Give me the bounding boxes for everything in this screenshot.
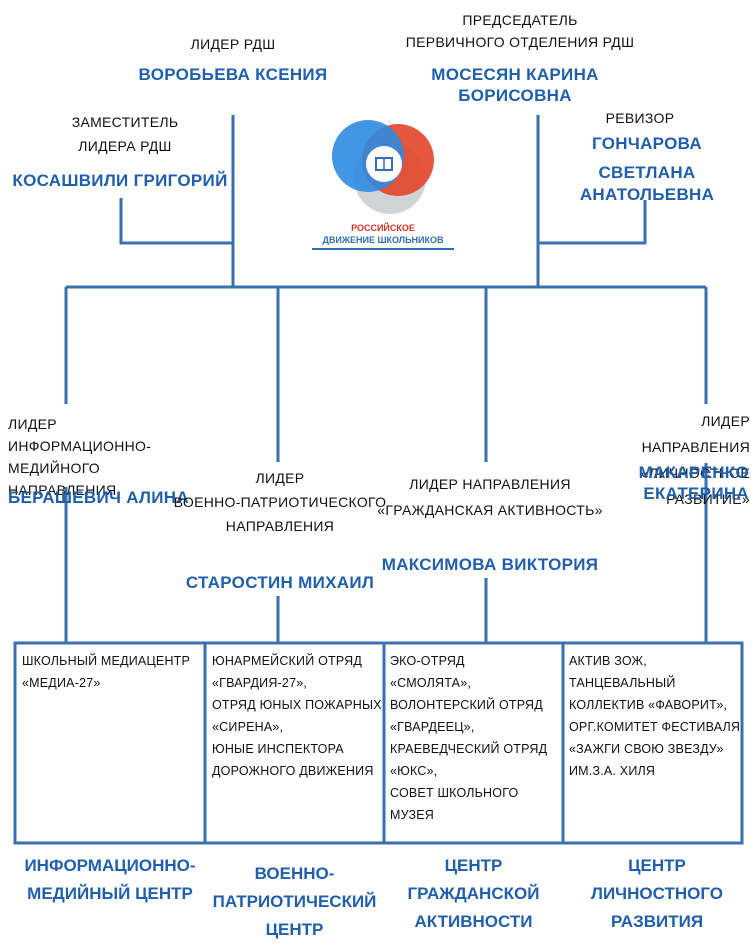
box-military-units: ЮНАРМЕЙСКИЙ ОТРЯД «ГВАРДИЯ-27», ОТРЯД ЮН… xyxy=(212,654,382,778)
chairman-name: МОСЕСЯН КАРИНА БОРИСОВНА xyxy=(431,65,599,106)
direction-military-name: СТАРОСТИН МИХАИЛ xyxy=(185,573,375,592)
direction-military-role: ЛИДЕР ВОЕННО-ПАТРИОТИЧЕСКОГО НАПРАВЛЕНИЯ xyxy=(173,470,387,534)
center-civic-activity: ЦЕНТР ГРАЖДАНСКОЙ АКТИВНОСТИ xyxy=(407,856,540,931)
direction-info-media-role: ЛИДЕР ИНФОРМАЦИОННО-МЕДИЙНОГО НАПРАВЛЕНИ… xyxy=(8,416,152,498)
center-personal-development: ЦЕНТР ЛИЧНОСТНОГО РАЗВИТИЯ xyxy=(591,856,723,931)
leader-name: ВОРОБЬЕВА КСЕНИЯ xyxy=(138,65,328,84)
rdsh-logo xyxy=(318,112,448,262)
center-military-patriotic: ВОЕННО- ПАТРИОТИЧЕСКИЙ ЦЕНТР xyxy=(212,864,377,939)
box-media-units: ШКОЛЬНЫЙ МЕДИАЦЕНТР «МЕДИА-27» xyxy=(22,654,191,690)
direction-info-media-name: БЕРАШЕВИЧ АЛИНА xyxy=(8,488,189,507)
direction-personal-name: МАКАРЕНКО ЕКАТЕРИНА xyxy=(638,463,749,504)
box-civic-units: ЭКО-ОТРЯД «СМОЛЯТА», ВОЛОНТЕРСКИЙ ОТРЯД … xyxy=(390,654,548,822)
direction-civic-role: ЛИДЕР НАПРАВЛЕНИЯ «ГРАЖДАНСКАЯ АКТИВНОСТ… xyxy=(377,476,603,518)
auditor-role: РЕВИЗОР xyxy=(605,110,675,126)
center-info-media: ИНФОРМАЦИОННО- МЕДИЙНЫЙ ЦЕНТР xyxy=(24,856,196,903)
deputy-name: КОСАШВИЛИ ГРИГОРИЙ xyxy=(12,171,228,190)
logo-caption: РОССИЙСКОЕ ДВИЖЕНИЕ ШКОЛЬНИКОВ xyxy=(300,222,466,250)
leader-role: ЛИДЕР РДШ xyxy=(190,36,276,52)
direction-civic-name: МАКСИМОВА ВИКТОРИЯ xyxy=(381,555,599,574)
auditor-name: ГОНЧАРОВА СВЕТЛАНА АНАТОЛЬЕВНА xyxy=(579,134,715,204)
chairman-role: ПРЕДСЕДАТЕЛЬ ПЕРВИЧНОГО ОТДЕЛЕНИЯ РДШ xyxy=(405,12,635,50)
direction-personal-role: ЛИДЕР НАПРАВЛЕНИЯ «ЛИЧНОСТНОЕ РАЗВИТИЕ» xyxy=(640,413,750,507)
box-personal-units: АКТИВ ЗОЖ, ТАНЦЕВАЛЬНЫЙ КОЛЛЕКТИВ «ФАВОР… xyxy=(569,654,741,778)
deputy-role: ЗАМЕСТИТЕЛЬ ЛИДЕРА РДШ xyxy=(71,114,179,154)
